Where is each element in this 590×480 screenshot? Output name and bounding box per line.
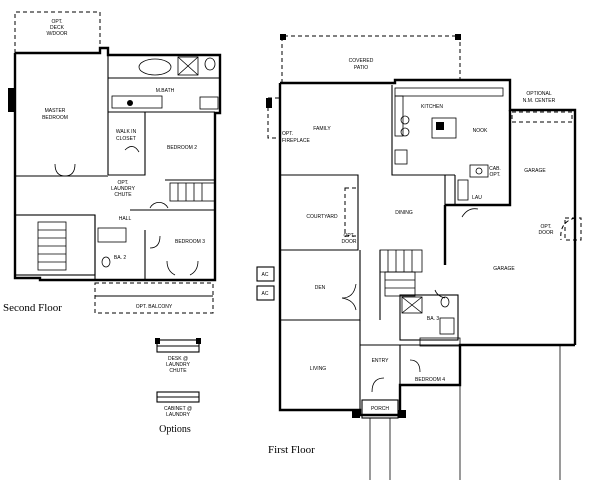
- second-floor-exterior-wall: [15, 46, 222, 282]
- family-label: FAMILY: [313, 126, 331, 132]
- double-door-icon: [54, 163, 76, 177]
- ac-unit-icon: [256, 285, 275, 301]
- first-floor-exterior-wall: [280, 78, 577, 345]
- porch-wall: [361, 399, 399, 419]
- ba-2-label: BA. 2: [114, 255, 126, 261]
- options-caption: Options: [159, 424, 191, 435]
- ba-3-label: BA. 3: [427, 316, 439, 322]
- first-floor-caption: First Floor: [268, 444, 315, 456]
- entry-wall: [360, 344, 401, 400]
- door-swing-icon: [124, 146, 140, 153]
- sink-icon: [127, 100, 133, 106]
- stairwell-icon: [14, 214, 96, 276]
- first-floor-plan: [256, 34, 582, 480]
- kitchen-island-icon: [431, 117, 457, 139]
- second-floor-caption: Second Floor: [3, 302, 62, 314]
- courtyard-label: COURTYARD: [306, 214, 338, 220]
- opt-door-outline: [344, 187, 359, 237]
- opt-fireplace-label: OPT.FIREPLACE: [282, 131, 310, 144]
- double-door-icon: [341, 283, 357, 299]
- bedroom-2-label: BEDROOM 2: [167, 145, 197, 151]
- kitchen-wall: [391, 85, 455, 176]
- ac-label-2: AC: [262, 291, 269, 297]
- nook-label: NOOK: [473, 128, 488, 134]
- opt-door-courtyard-label: OPT.DOOR: [342, 233, 357, 245]
- ac-unit-icon: [256, 266, 275, 282]
- opt-fireplace-outline: [267, 97, 281, 139]
- second-floor-plan: [8, 11, 222, 314]
- optional-nm-center-outline: [511, 111, 573, 123]
- toilet-icon: [101, 256, 111, 268]
- bathtub-icon: [138, 58, 172, 76]
- second-floor-exterior-wall-left: [13, 53, 95, 282]
- hall-label: HALL: [119, 216, 132, 222]
- toilet-icon: [440, 296, 450, 308]
- bedroom-3-label: BEDROOM 3: [175, 239, 205, 245]
- covered-patio-outline: [281, 35, 461, 83]
- door-swing-icon: [149, 202, 169, 209]
- kitchen-label: KITCHEN: [421, 104, 443, 110]
- stairs-icon: [169, 182, 216, 202]
- opt-balcony-outline: [94, 282, 214, 314]
- ac-label-1: AC: [262, 272, 269, 278]
- closet-door-icon: [166, 260, 199, 276]
- garage-wall: [445, 110, 512, 207]
- entry-label: ENTRY: [372, 358, 390, 364]
- lau-label: LAU: [472, 195, 482, 201]
- porch-label: PORCH: [371, 406, 389, 412]
- counter-icon: [394, 87, 504, 97]
- bedroom-4-label: BEDROOM 4: [415, 377, 445, 383]
- garage-main-label: GARAGE: [493, 266, 515, 272]
- door-swing-icon: [371, 377, 385, 393]
- stairs-icon: [379, 249, 423, 297]
- vanity-icon: [111, 95, 163, 109]
- window-block-icon: [8, 88, 15, 112]
- ba-3-wall: [399, 294, 459, 341]
- m-bath-label: M.BATH: [156, 88, 175, 94]
- opt-door-outline: [564, 217, 582, 241]
- shower-icon: [177, 56, 199, 76]
- den-label: DEN: [315, 285, 326, 291]
- walk-in-closet-wall: [108, 111, 146, 176]
- cabinet-laundry-label: CABINET @LAUNDRY: [164, 406, 192, 418]
- bathtub-icon: [97, 227, 127, 243]
- opt-balcony-label: OPT. BALCONY: [136, 304, 173, 310]
- garage-upper-label: GARAGE: [524, 168, 546, 174]
- cab-opt-label: CAB.OPT.: [489, 166, 501, 178]
- options-legend: [155, 338, 201, 403]
- dining-label: DINING: [395, 210, 413, 216]
- living-label: LIVING: [310, 366, 327, 372]
- opt-door-garage-label: OPT.DOOR: [539, 224, 554, 236]
- toilet-icon: [204, 57, 216, 71]
